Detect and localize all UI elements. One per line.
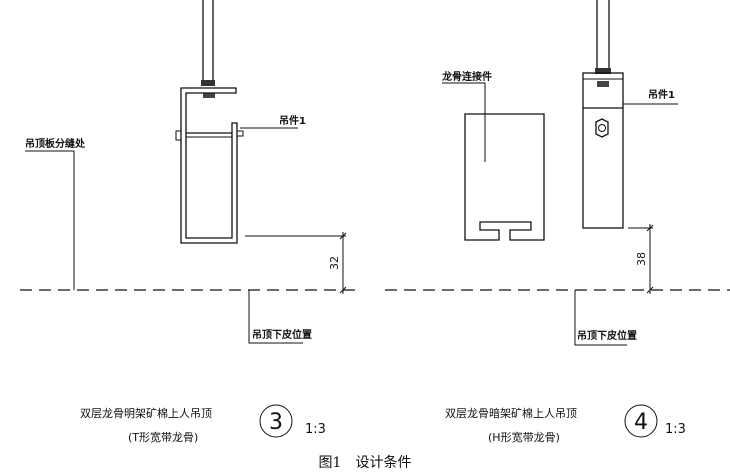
right-detail-number: 4 xyxy=(634,410,648,435)
right-detail: 吊件1 龙骨连接件 38 吊顶下皮位置 xyxy=(385,0,730,346)
right-title: 双层龙骨暗架矿棉上人吊顶 xyxy=(445,406,577,420)
left-seam-label: 吊顶板分缝处 xyxy=(25,137,86,150)
right-detail-circle xyxy=(624,404,658,438)
right-hanger-label: 吊件1 xyxy=(648,88,675,101)
figure-caption: 图1 设计条件 xyxy=(319,454,412,471)
right-bottom-label: 吊顶下皮位置 xyxy=(577,329,637,342)
right-dimension-value: 38 xyxy=(635,252,648,266)
right-scale: 1:3 xyxy=(665,422,686,437)
right-subtitle: (H形宽带龙骨) xyxy=(488,430,560,444)
left-hanger-bracket xyxy=(175,87,244,244)
right-rod xyxy=(595,0,611,87)
left-scale: 1:3 xyxy=(305,422,326,437)
right-bottom-leader xyxy=(574,290,627,346)
left-dimension-value: 32 xyxy=(328,256,341,270)
left-dimension: 32 xyxy=(245,232,347,294)
left-bottom-label: 吊顶下皮位置 xyxy=(252,328,312,341)
left-hanger-label: 吊件1 xyxy=(279,114,306,127)
left-detail-number: 3 xyxy=(269,410,283,435)
left-subtitle: (T形宽带龙骨) xyxy=(128,430,198,444)
left-detail: 吊件1 吊顶板分缝处 32 吊顶下皮位置 xyxy=(20,0,355,344)
right-connector xyxy=(464,113,545,241)
hex-bolt-icon xyxy=(595,118,609,138)
left-rod xyxy=(201,0,215,98)
left-bottom-leader xyxy=(248,290,303,344)
left-title: 双层龙骨明架矿棉上人吊顶 xyxy=(80,406,212,420)
left-seam-leader xyxy=(25,150,75,290)
right-connector-label: 龙骨连接件 xyxy=(441,70,492,83)
right-connector-leader xyxy=(442,82,486,162)
right-hanger xyxy=(582,72,624,229)
left-detail-circle xyxy=(259,404,293,438)
right-dimension: 38 xyxy=(628,224,654,294)
